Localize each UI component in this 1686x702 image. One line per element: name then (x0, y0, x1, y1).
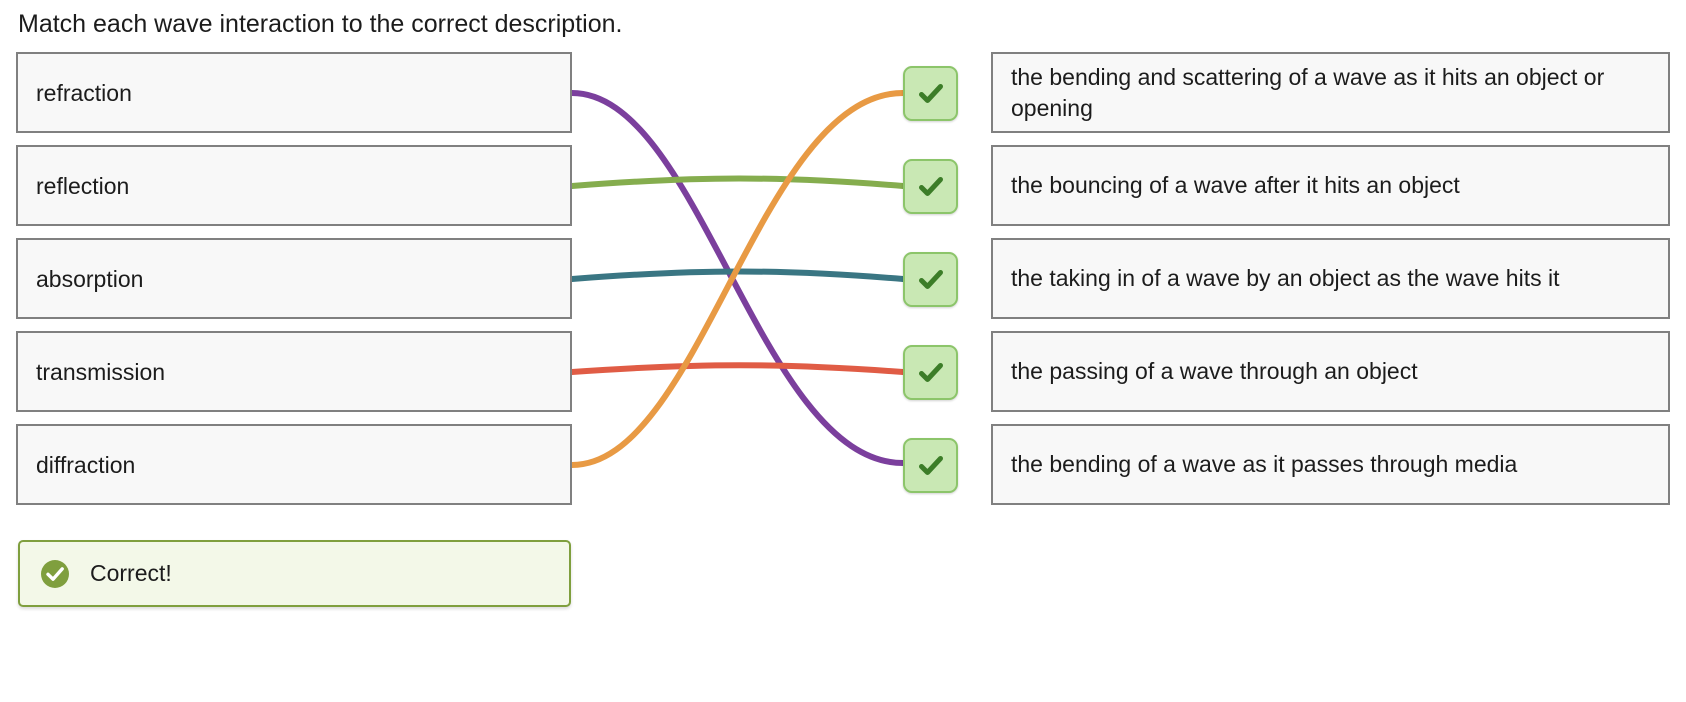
match-status-tile-4[interactable] (903, 345, 958, 400)
match-status-column (0, 52, 1686, 512)
feedback-text: Correct! (90, 560, 172, 586)
connector-line-reflection (569, 175, 906, 189)
check-circle-icon (40, 559, 70, 589)
term-label: absorption (36, 265, 144, 292)
page-title: Match each wave interaction to the corre… (18, 10, 623, 38)
descriptions-column: the bending and scattering of a wave as … (991, 52, 1670, 517)
feedback-banner: Correct! (18, 540, 571, 607)
check-icon (916, 172, 946, 202)
check-icon (916, 358, 946, 388)
connector-line-diffraction (569, 90, 906, 468)
description-box-2[interactable]: the bouncing of a wave after it hits an … (991, 145, 1670, 226)
connector-line-transmission (569, 362, 906, 375)
check-icon (916, 79, 946, 109)
term-label: reflection (36, 172, 130, 199)
matching-board: refraction reflection absorption transmi… (0, 52, 1686, 512)
term-box-transmission[interactable]: transmission (16, 331, 572, 412)
description-label: the bending of a wave as it passes throu… (1011, 451, 1518, 477)
match-status-tile-2[interactable] (903, 159, 958, 214)
terms-column: refraction reflection absorption transmi… (16, 52, 572, 517)
term-box-refraction[interactable]: refraction (16, 52, 572, 133)
check-icon (916, 451, 946, 481)
term-box-reflection[interactable]: reflection (16, 145, 572, 226)
connector-line-absorption (569, 268, 906, 282)
term-label: refraction (36, 79, 132, 106)
description-label: the passing of a wave through an object (1011, 358, 1418, 384)
description-label: the bending and scattering of a wave as … (1011, 63, 1605, 121)
term-box-absorption[interactable]: absorption (16, 238, 572, 319)
description-box-4[interactable]: the passing of a wave through an object (991, 331, 1670, 412)
term-box-diffraction[interactable]: diffraction (16, 424, 572, 505)
description-label: the bouncing of a wave after it hits an … (1011, 172, 1460, 198)
description-box-1[interactable]: the bending and scattering of a wave as … (991, 52, 1670, 133)
connector-line-refraction (569, 90, 906, 466)
term-label: diffraction (36, 451, 136, 478)
match-status-tile-3[interactable] (903, 252, 958, 307)
term-label: transmission (36, 358, 166, 385)
description-box-5[interactable]: the bending of a wave as it passes throu… (991, 424, 1670, 505)
match-status-tile-5[interactable] (903, 438, 958, 493)
check-icon (916, 265, 946, 295)
description-box-3[interactable]: the taking in of a wave by an object as … (991, 238, 1670, 319)
match-status-tile-1[interactable] (903, 66, 958, 121)
description-label: the taking in of a wave by an object as … (1011, 265, 1560, 291)
